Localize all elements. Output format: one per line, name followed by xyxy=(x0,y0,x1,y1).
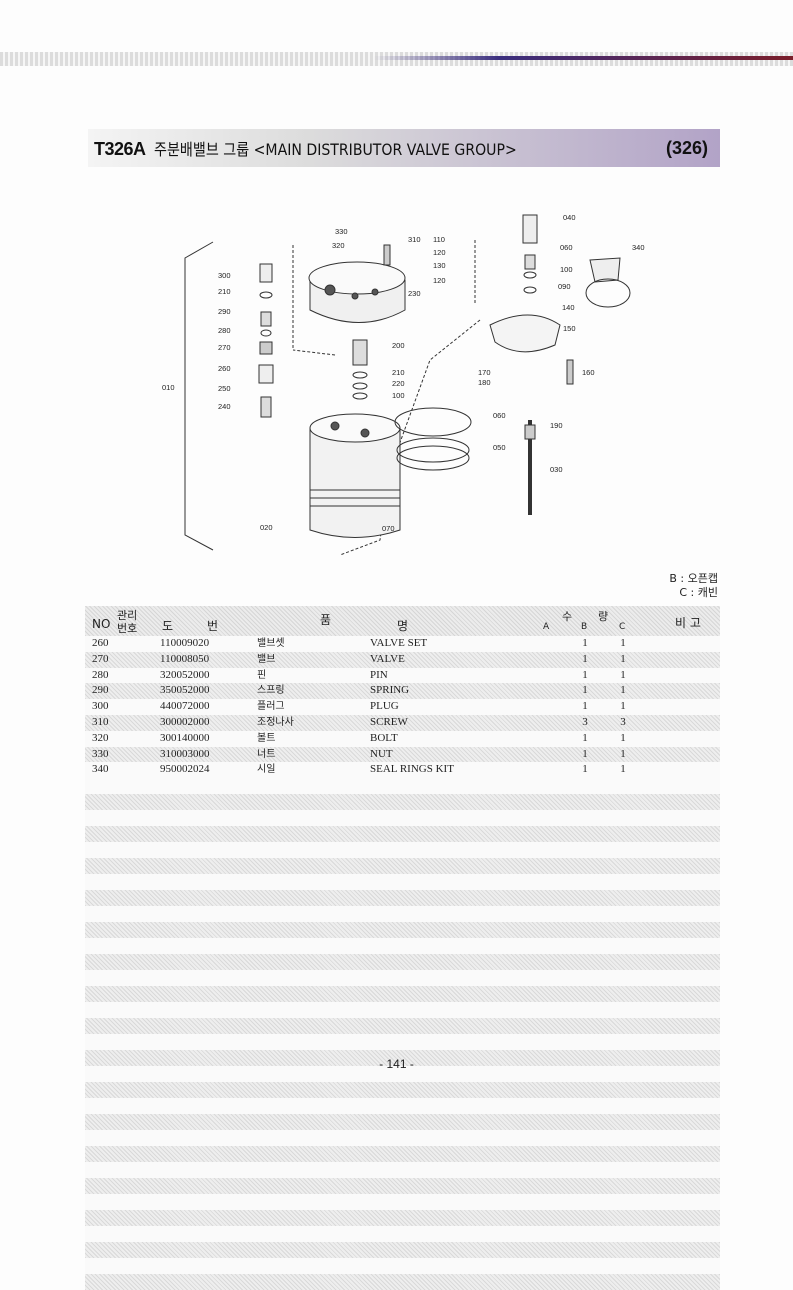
svg-text:240: 240 xyxy=(218,402,231,411)
section-page-code: (326) xyxy=(665,137,708,158)
header-a: A xyxy=(543,622,550,632)
svg-text:200: 200 xyxy=(392,341,405,350)
header-no: NO xyxy=(92,617,111,631)
svg-text:160: 160 xyxy=(582,368,595,377)
svg-text:050: 050 xyxy=(493,443,506,452)
svg-text:170: 170 xyxy=(478,368,491,377)
header-b: B xyxy=(581,622,588,632)
header-c: C xyxy=(619,622,626,632)
header-rule xyxy=(0,52,793,66)
section-title: 주분배밸브 그룹 <MAIN DISTRIBUTOR VALVE GROUP> xyxy=(153,140,517,159)
svg-text:330: 330 xyxy=(335,227,348,236)
header-mgmt-top: 관리 xyxy=(117,609,138,622)
svg-text:130: 130 xyxy=(433,261,446,270)
svg-text:100: 100 xyxy=(560,265,573,274)
svg-text:220: 220 xyxy=(392,379,405,388)
header-mgmt-bottom: 번호 xyxy=(117,622,138,635)
svg-text:180: 180 xyxy=(478,378,491,387)
section-title-bar: T326A 주분배밸브 그룹 <MAIN DISTRIBUTOR VALVE G… xyxy=(88,129,720,167)
svg-text:290: 290 xyxy=(218,307,231,316)
svg-text:320: 320 xyxy=(332,241,345,250)
svg-text:110: 110 xyxy=(433,235,445,244)
diagram-callouts: 330 320 310 110 120 130 120 040 060 340 100 09… xyxy=(162,213,645,533)
svg-text:260: 260 xyxy=(218,364,231,373)
svg-text:250: 250 xyxy=(218,384,231,393)
svg-text:030: 030 xyxy=(550,465,563,474)
svg-text:300: 300 xyxy=(218,271,231,280)
svg-text:340: 340 xyxy=(632,243,645,252)
page-number: - 141 - xyxy=(379,1057,414,1071)
legend: B : 오픈캡 C : 캐빈 xyxy=(669,572,718,600)
svg-text:010: 010 xyxy=(162,383,175,392)
svg-text:280: 280 xyxy=(218,326,231,335)
svg-text:270: 270 xyxy=(218,343,231,352)
header-qty-2: 량 xyxy=(598,610,609,623)
svg-text:060: 060 xyxy=(560,243,573,252)
header-remarks: 비 고 xyxy=(675,616,701,630)
svg-text:210: 210 xyxy=(218,287,231,296)
svg-text:140: 140 xyxy=(562,303,575,312)
svg-text:190: 190 xyxy=(550,421,563,430)
svg-text:040: 040 xyxy=(563,213,576,222)
section-code: T326A xyxy=(94,139,146,159)
svg-text:060: 060 xyxy=(493,411,506,420)
svg-text:020: 020 xyxy=(260,523,273,532)
header-name-2: 명 xyxy=(397,619,409,633)
legend-b: B : 오픈캡 xyxy=(669,572,718,585)
header-qty-1: 수 xyxy=(562,610,573,623)
header-name-1: 품 xyxy=(320,613,332,627)
legend-c: C : 캐빈 xyxy=(679,586,718,599)
svg-text:070: 070 xyxy=(382,524,395,533)
svg-text:210: 210 xyxy=(392,368,405,377)
empty-table-rows xyxy=(85,778,720,1290)
svg-text:120: 120 xyxy=(433,276,446,285)
header-drawing-2: 번 xyxy=(207,619,219,633)
header-drawing-1: 도 xyxy=(162,619,174,633)
svg-text:100: 100 xyxy=(392,391,405,400)
svg-text:090: 090 xyxy=(558,282,571,291)
parts-table-header: NO 관리 번호 도 번 품 명 수 량 A B C 비 고 xyxy=(85,606,720,636)
svg-text:120: 120 xyxy=(433,248,446,257)
svg-text:310: 310 xyxy=(408,235,421,244)
exploded-parts-diagram: 330 320 310 110 120 130 120 040 060 340 100 09… xyxy=(150,200,650,570)
svg-text:150: 150 xyxy=(563,324,576,333)
svg-text:230: 230 xyxy=(408,289,421,298)
